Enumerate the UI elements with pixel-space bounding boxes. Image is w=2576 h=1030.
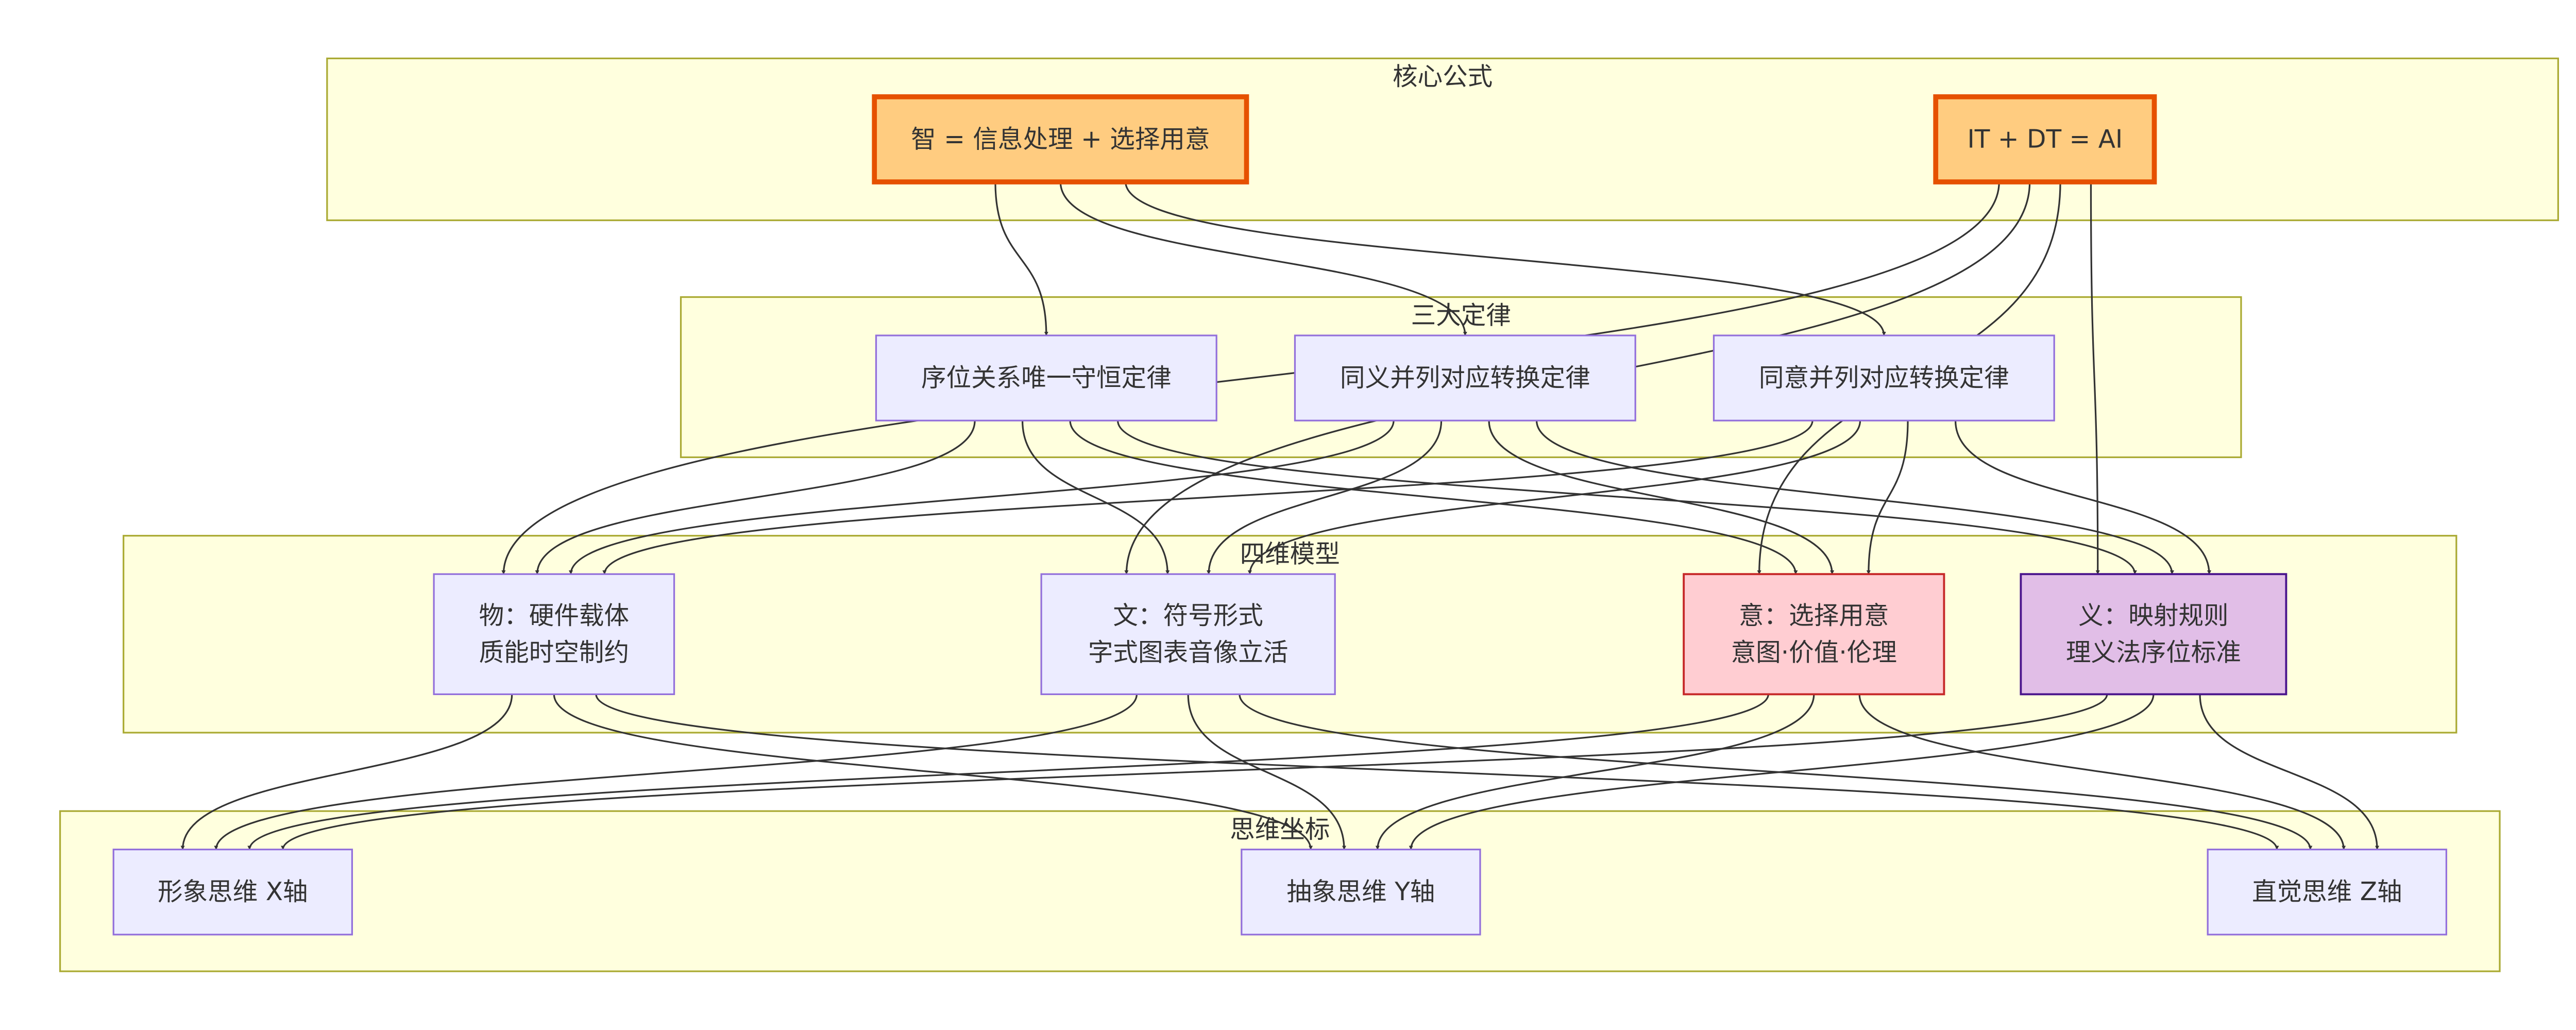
node-zhi[interactable]: 智 = 信息处理 + 选择用意 <box>872 94 1249 184</box>
edge-zhi-to-law1 <box>994 182 1048 336</box>
node-label: 直觉思维 Z轴 <box>2252 877 2402 906</box>
node-label: 形象思维 X轴 <box>158 877 308 906</box>
node-label: 文：符号形式 <box>1113 601 1263 630</box>
node-label: 智 = 信息处理 + 选择用意 <box>911 125 1210 154</box>
edge-itdt-to-yi_rule <box>2090 182 2100 575</box>
edge-law3-to-yi_intent <box>1866 420 1909 575</box>
edge-zhi-to-law2 <box>1059 182 1467 336</box>
node-label: 意图·价值·伦理 <box>1731 638 1897 667</box>
node-law1[interactable]: 序位关系唯一守恒定律 <box>875 334 1217 421</box>
edge-law2-to-wen <box>1207 420 1443 575</box>
node-label: IT + DT = AI <box>1967 125 2123 154</box>
edge-law1-to-wu <box>535 420 976 575</box>
edge-law2-to-yi_intent <box>1488 420 1835 575</box>
edge-wen-to-y <box>1187 694 1346 850</box>
edge-zhi-to-law3 <box>1125 182 1886 336</box>
edge-yi_intent-to-z <box>1858 694 2346 850</box>
node-box[interactable] <box>1040 573 1336 696</box>
node-y[interactable]: 抽象思维 Y轴 <box>1241 849 1481 936</box>
node-label: 物：硬件载体 <box>479 601 629 630</box>
node-label: 同义并列对应转换定律 <box>1340 364 1590 393</box>
node-z[interactable]: 直觉思维 Z轴 <box>2207 849 2447 936</box>
edge-itdt-to-wu <box>501 182 2000 575</box>
node-label: 同意并列对应转换定律 <box>1759 364 2009 393</box>
node-box[interactable] <box>1683 573 1945 696</box>
node-itdt[interactable]: IT + DT = AI <box>1933 94 2157 184</box>
edge-wu-to-x <box>180 694 513 850</box>
edge-law1-to-yi_rule <box>1116 420 2137 575</box>
node-law3[interactable]: 同意并列对应转换定律 <box>1713 334 2055 421</box>
edge-yi_rule-to-z <box>2199 694 2380 850</box>
edges-layer <box>180 182 2380 850</box>
edge-law1-to-wen <box>1021 420 1170 575</box>
edge-law3-to-wen <box>1247 420 1861 575</box>
edge-yi_intent-to-y <box>1375 694 1815 850</box>
node-label: 抽象思维 Y轴 <box>1286 877 1435 906</box>
edge-yi_rule-to-x <box>281 694 2108 850</box>
node-box[interactable] <box>433 573 675 696</box>
edge-law3-to-wu <box>602 420 1814 575</box>
edge-wu-to-z <box>595 694 2279 850</box>
node-box[interactable] <box>2207 849 2447 936</box>
edge-wen-to-x <box>214 694 1138 850</box>
node-box[interactable] <box>112 849 353 936</box>
node-box[interactable] <box>1294 334 1636 421</box>
node-label: 义：映射规则 <box>2078 601 2228 630</box>
edge-yi_rule-to-y <box>1409 694 2155 850</box>
edge-law1-to-yi_intent <box>1069 420 1798 575</box>
edge-law2-to-yi_rule <box>1535 420 2174 575</box>
node-box[interactable] <box>1933 94 2157 184</box>
edge-law2-to-wu <box>569 420 1395 575</box>
node-label: 序位关系唯一守恒定律 <box>921 364 1172 393</box>
node-box[interactable] <box>2020 573 2287 696</box>
cluster-core: 核心公式 <box>326 57 2559 222</box>
node-box[interactable] <box>872 94 1249 184</box>
node-box[interactable] <box>875 334 1217 421</box>
node-label: 意：选择用意 <box>1739 601 1889 630</box>
edge-yi_intent-to-x <box>247 694 1769 850</box>
node-law2[interactable]: 同义并列对应转换定律 <box>1294 334 1636 421</box>
node-x[interactable]: 形象思维 X轴 <box>112 849 353 936</box>
cluster-title: 三大定律 <box>1411 301 1511 330</box>
edge-wu-to-y <box>553 694 1313 850</box>
node-box[interactable] <box>1241 849 1481 936</box>
edge-law3-to-yi_rule <box>1954 420 2212 575</box>
node-label: 理义法序位标准 <box>2066 638 2241 667</box>
node-label: 字式图表音像立活 <box>1088 638 1289 667</box>
cluster-title: 四维模型 <box>1240 540 1340 569</box>
nodes-layer: 智 = 信息处理 + 选择用意 IT + DT = AI 序位关系唯一守恒定律 同义并… <box>112 94 2447 936</box>
node-label: 质能时空制约 <box>479 638 629 667</box>
cluster-box <box>326 57 2559 222</box>
node-box[interactable] <box>1713 334 2055 421</box>
cluster-title: 思维坐标 <box>1230 815 1330 844</box>
cluster-title: 核心公式 <box>1393 62 1493 91</box>
